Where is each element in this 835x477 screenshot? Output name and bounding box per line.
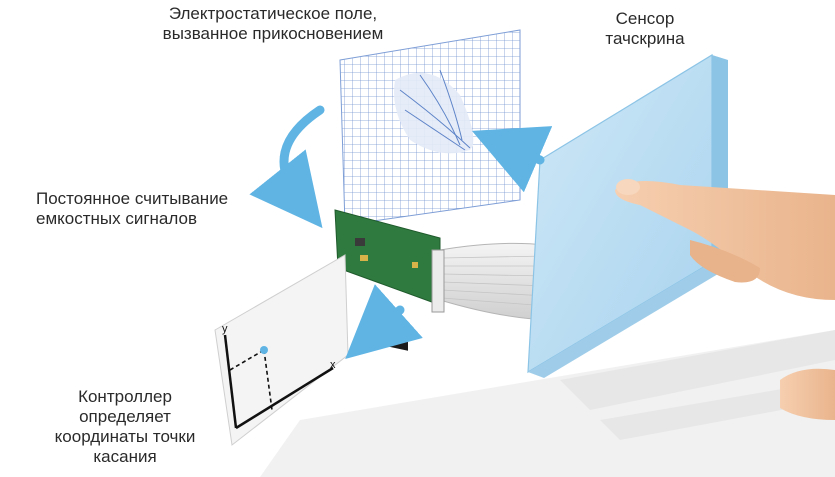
reading-label-line2: емкостных сигналов: [36, 209, 197, 228]
touchscreen-sensor-panel: [527, 53, 728, 378]
controller-label: Контроллер определяет координаты точки к…: [40, 387, 210, 467]
hand-icon: [615, 179, 835, 420]
electrostatic-field-grid: [339, 29, 521, 226]
field-label-line2: вызванное прикосновением: [162, 24, 384, 43]
field-label-line1: Электростатическое поле,: [168, 4, 378, 23]
sensor-label-line1: Сенсор: [615, 9, 675, 28]
controller-label-line3: координаты точки: [54, 427, 196, 446]
controller-pcb: [334, 209, 445, 351]
coordinate-display-sheet: y x: [214, 254, 349, 446]
reading-label: Постоянное считывание емкостных сигналов: [36, 189, 228, 229]
y-axis-letter: y: [222, 323, 228, 335]
floor-shadow: [260, 330, 835, 477]
arrow-field-to-pcb: [249, 105, 325, 229]
process-arrows: [249, 105, 553, 359]
controller-label-line2: определяет: [79, 407, 171, 426]
controller-label-line4: касания: [93, 447, 157, 466]
arrow-pcb-to-sheet: [345, 284, 423, 359]
sensor-label: Сенсор тачскрина: [580, 9, 710, 49]
field-label: Электростатическое поле, вызванное прико…: [128, 4, 418, 44]
sensor-label-line2: тачскрина: [605, 29, 685, 48]
controller-label-line1: Контроллер: [78, 387, 172, 406]
reading-label-line1: Постоянное считывание: [36, 189, 229, 208]
x-axis-letter: x: [330, 359, 336, 371]
arrow-panel-to-field: [471, 126, 553, 193]
